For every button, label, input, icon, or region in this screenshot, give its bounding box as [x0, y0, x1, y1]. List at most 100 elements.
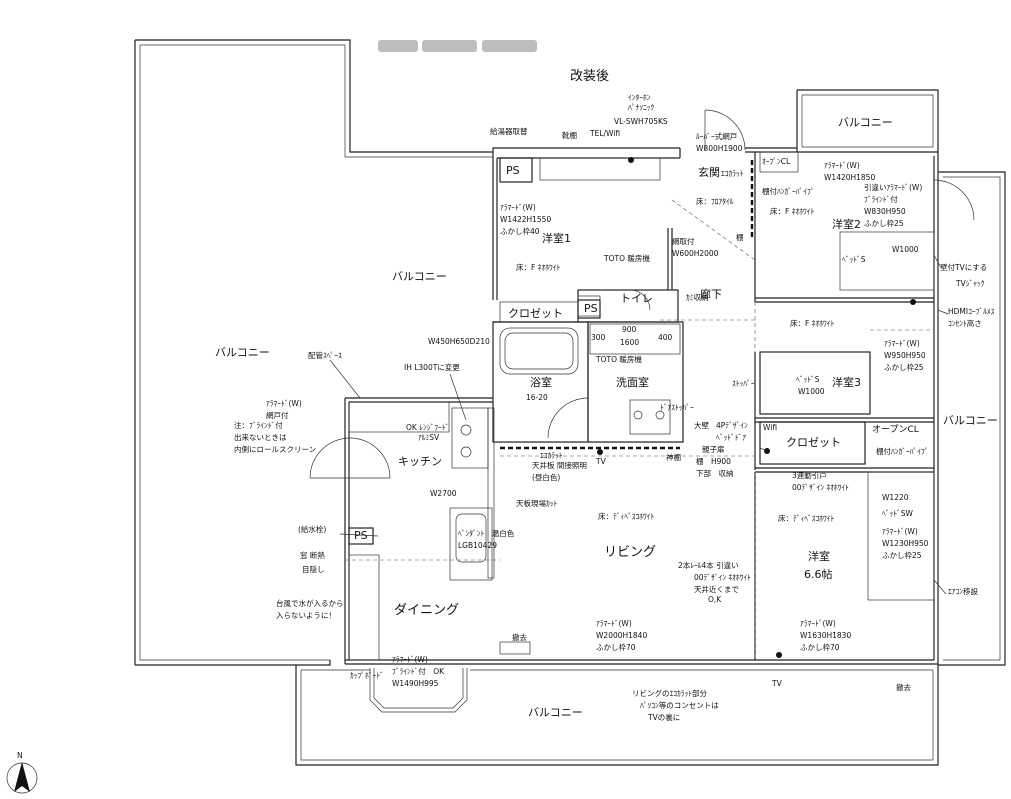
label-w5-b: 網戸付 [266, 410, 289, 420]
label-dim-300: 300 [591, 333, 606, 342]
label-balcony-top-right: バルコニー [838, 116, 893, 129]
label-w2700: W2700 [430, 489, 457, 498]
label-floor-dives-1: 床：ﾃﾞｨﾍﾞｽｺﾎﾜｲﾄ [598, 511, 654, 521]
label-tv-1: TV [595, 457, 607, 466]
label-big-wall: 大壁 [694, 420, 709, 430]
label-tv-shelf-2: TVｼﾞｬｯｸ [955, 279, 985, 288]
label-closet1: クロゼット [508, 307, 563, 320]
label-corridor: 廊下 [700, 287, 722, 301]
label-typhoon-2: 入らないように！ [276, 611, 336, 620]
label-floor-dives-2: 床：ﾃﾞｨﾍﾞｽｺﾎﾜｲﾄ [778, 513, 834, 523]
label-dim-900: 900 [622, 325, 637, 334]
label-design-2: ﾍﾞｯﾄﾞﾄﾞｱ [716, 433, 746, 442]
label-w5-e: 内側にロールスクリーン [234, 444, 316, 454]
label-w4-b: W950H950 [884, 351, 926, 360]
label-floor-tile: 床：ﾌﾛｱﾀｲﾙ [696, 196, 734, 206]
label-w8-b: W1630H1830 [800, 631, 851, 640]
label-net-1: 網取付 [672, 236, 695, 246]
label-net-2: W600H2000 [672, 249, 719, 258]
label-w7-a: ｱﾗﾏｰﾄﾞ(W) [596, 619, 632, 628]
label-w3-c: W830H950 [864, 207, 906, 216]
label-window-insul-2: 目隠し [302, 564, 325, 574]
label-hanger-top: 棚付ﾊﾝｶﾞｰﾊﾟｲﾌﾟ [762, 186, 815, 196]
label-hood-1: OK ﾚﾝｼﾞﾌｰﾄﾞ [406, 423, 449, 432]
label-three-door-2: 00ﾃﾞｻﾞｲﾝ ﾈｵﾎﾜｲﾄ [792, 483, 849, 492]
label-north: N [17, 751, 23, 760]
label-ac-move: ｴｱｺﾝ移設 [948, 586, 978, 596]
label-paper: ｶﾐ収納 [686, 292, 709, 302]
label-w9-a: ｱﾗﾏｰﾄﾞ(W) [392, 655, 428, 664]
label-floor-f-white-2: 床：F ﾈｵﾎﾜｲﾄ [516, 262, 560, 272]
label-w1-b: W1422H1550 [500, 215, 551, 224]
label-rail-2: 00ﾃﾞｻﾞｲﾝ ﾈｵﾎﾜｲﾄ [694, 573, 751, 582]
label-living: リビング [604, 545, 656, 560]
label-w1000-2: W1000 [798, 387, 825, 396]
label-balcony-right: バルコニー [943, 414, 998, 427]
label-bath-dim: 16-20 [526, 393, 548, 402]
label-pendant-1: ﾍﾟﾝﾀﾞﾝﾄ 温白色 [458, 528, 515, 538]
label-ps3: PS [354, 529, 368, 542]
label-ceiling-2: 天井板 間接照明 [532, 460, 587, 470]
label-w2-a: ｱﾗﾏｰﾄﾞ(W) [824, 161, 860, 170]
label-w3-d: ふかし枠25 [864, 218, 904, 228]
label-design-1: 4Pﾃﾞｻﾞｲﾝ [716, 421, 748, 430]
label-w9-c: W1490H995 [392, 679, 439, 688]
label-hood-2: ｱﾙﾐSV [418, 433, 440, 442]
label-kamidana: 神棚 [666, 452, 681, 462]
label-genkan: 玄関 [698, 165, 720, 179]
label-open-cl-top: ｵｰﾌﾟﾝCL [762, 157, 791, 166]
label-dim-1600: 1600 [620, 338, 639, 347]
dashed-lines [345, 160, 934, 660]
label-kitchen: キッチン [398, 455, 442, 468]
label-balcony-bottom: バルコニー [528, 706, 583, 719]
north-arrow [6, 762, 38, 794]
label-tv-shelf-1: 壁付TVにする [940, 262, 987, 272]
label-w4-a: ｱﾗﾏｰﾄﾞ(W) [884, 339, 920, 348]
label-hanger-right: 棚付ﾊﾝｶﾞｰﾊﾟｲﾌﾟ [876, 446, 929, 456]
label-oyako-2: 棚 H900 [696, 456, 731, 466]
label-door-1: ﾙｰﾊﾞｰ式網戸 [696, 131, 738, 141]
label-open-cl-right: オープンCL [872, 424, 919, 435]
label-w7-b: W2000H1840 [596, 631, 647, 640]
label-ih: IH L300Tに変更 [404, 362, 460, 372]
label-w5-a: ｱﾗﾏｰﾄﾞ(W) [266, 399, 302, 408]
label-hdmi-2: ｺﾝｾﾝﾄ高さ [948, 318, 982, 328]
label-rail-3: 天井近くまで [694, 584, 739, 594]
label-w8-c: ふかし枠70 [800, 642, 840, 652]
label-bed-s1: ﾍﾞｯﾄﾞS [842, 255, 866, 264]
label-washroom: 洗面室 [616, 375, 649, 389]
label-w9-b: ﾌﾞﾗｲﾝﾄﾞ付 OK [392, 666, 445, 676]
label-shelf: 靴棚 [562, 130, 577, 140]
label-w6-c: ふかし枠25 [882, 550, 922, 560]
label-w5-d: 出来ないときは [234, 432, 287, 442]
label-remove-1: 撤去 [512, 632, 527, 642]
label-wifi: Wifi [763, 423, 777, 432]
label-w3-b: ﾌﾞﾗｲﾝﾄﾞ付 [864, 194, 898, 204]
unit-walls [344, 147, 939, 665]
label-w1000-1: W1000 [892, 245, 919, 254]
label-rail-4: O,K [708, 595, 722, 604]
label-tel-wifi: TEL/Wifi [589, 129, 620, 138]
label-three-door-1: 3連動引戸 [792, 470, 827, 480]
label-w1220: W1220 [882, 493, 909, 502]
label-yoshitsu3: 洋室3 [832, 375, 861, 389]
label-ceiling-3: (昼白色) [532, 472, 560, 482]
label-bed-sw: ﾍﾞｯﾄﾞSW [882, 509, 914, 518]
label-w2-b: W1420H1850 [824, 173, 875, 182]
label-ceiling-1: ｴｺｶﾗｯﾄ [540, 451, 563, 460]
label-yoshitsu-66a: 洋室 [808, 549, 830, 563]
label-typhoon-1: 台風で水が入るから [276, 598, 344, 608]
label-shelf-small: 棚 [736, 232, 744, 242]
label-living-note-3: TVの裏に [647, 712, 680, 722]
label-w1-c: ふかし枠40 [500, 226, 540, 236]
label-yoshitsu1: 洋室1 [542, 231, 571, 245]
balcony-outlines [134, 39, 1006, 766]
label-yoshitsu-66b: 6.6帖 [804, 568, 833, 581]
labels: 改装後 バルコニー バルコニー バルコニー バルコニー バルコニー ｲﾝﾀｰﾎﾝ… [17, 69, 998, 760]
label-w5-c: 注：ﾌﾞﾗｲﾝﾄﾞ付 [234, 420, 283, 430]
label-toto-heater-2: TOTO 暖房機 [595, 354, 642, 364]
label-bath: 浴室 [530, 375, 552, 389]
label-water-valve: (給水栓) [298, 524, 326, 534]
label-oyako-1: 親子扉 [702, 444, 725, 454]
